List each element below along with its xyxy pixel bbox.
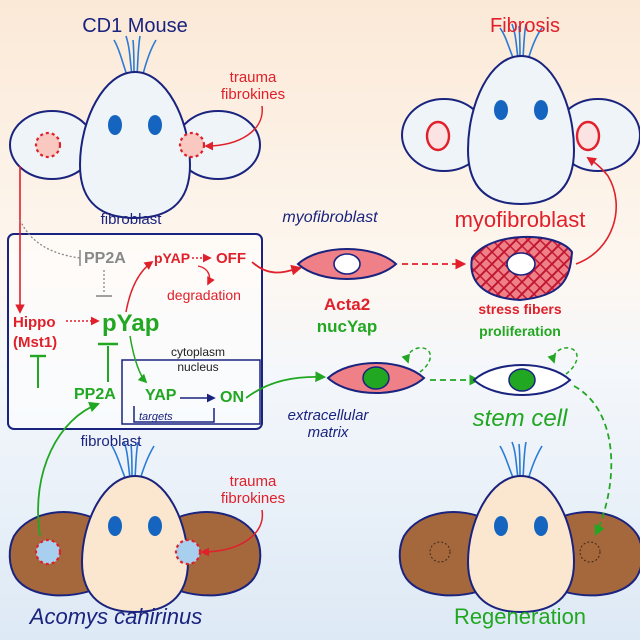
on-to-nuccell-arrow [245,371,327,399]
pyap-main-label: pYap [102,310,159,337]
fibrosis-mouse-figure [401,23,640,206]
tissue-to-fibrosis-arrow [575,156,617,265]
title-cd1-mouse: CD1 Mouse [82,15,188,37]
on-label: ON [220,389,244,406]
ecm-label-1: extracellular [288,407,370,424]
nucyap-label: nucYap [317,317,377,336]
pyap-to-pyapsmall-arrow [125,260,154,313]
title-regeneration: Regeneration [454,604,586,629]
degradation-label: degradation [167,287,241,303]
acomys-figure [8,441,262,614]
trauma-label-top-1: trauma [230,69,277,86]
targets-arrow [133,406,215,423]
myofibroblast-small-label: myofibroblast [282,209,378,226]
yap-label: YAP [145,387,177,404]
title-acomys: Acomys cahirinus [28,604,202,629]
nucleus-label: nucleus [177,360,218,374]
to-degradation-arrow [197,265,215,286]
scar-left [425,120,451,152]
nuccell-self-arrow [401,347,431,373]
pyap-to-yap-arrow [129,335,148,384]
scar-right [575,120,601,152]
trauma-arrow-top [204,105,263,151]
mouse-head [78,70,192,220]
pp2a-bottom-label: PP2A [74,386,116,403]
eye-right [148,115,162,135]
eye-left [108,115,122,135]
acta2-label: Acta2 [324,295,370,314]
ecm-label-2: matrix [308,424,349,441]
targets-label: targets [139,411,173,423]
stemcell-to-regeneration-arrow [573,385,613,536]
hippo-label: Hippo [13,314,56,331]
healed-right [579,541,601,563]
stem-cell-label: stem cell [473,405,568,432]
fibroblast-bottom-label: fibroblast [81,433,143,450]
off-to-myofibroblast-arrow [251,261,303,276]
trauma-label-bottom-2: fibrokines [221,490,285,507]
title-fibrosis: Fibrosis [490,15,560,37]
trauma-label-top-2: fibrokines [221,86,285,103]
trauma-arrow-bottom [200,509,264,557]
pp2a-top-label: PP2A [84,250,126,267]
acomys-wound-right [174,538,202,566]
healed-left [429,541,451,563]
off-label: OFF [216,250,246,267]
cd1-mouse-figure [9,35,261,220]
pyap-small-label: pYAP [154,250,190,266]
regeneration-figure [398,441,640,614]
acomys-to-pp2a-arrow [37,401,101,537]
wound-left [34,131,62,159]
acomys-wound-left [34,538,62,566]
myofibroblast-big-label: myofibroblast [455,207,586,232]
cytoplasm-label: cytoplasm [171,345,225,359]
wound-right [178,131,206,159]
stemcell-self-arrow [547,347,578,375]
fibroblast-cell-box: fibroblast fibroblast Hippo (Mst1) PP2A … [7,211,263,450]
acomys-right-ear [171,511,262,597]
stress-fibers-label: stress fibers [478,301,561,317]
nucleus-box [121,359,261,425]
proliferation-label: proliferation [479,323,561,339]
trauma-label-bottom-1: trauma [230,473,277,490]
fibroblast-top-label: fibroblast [101,211,163,228]
mst1-label: (Mst1) [13,334,57,351]
